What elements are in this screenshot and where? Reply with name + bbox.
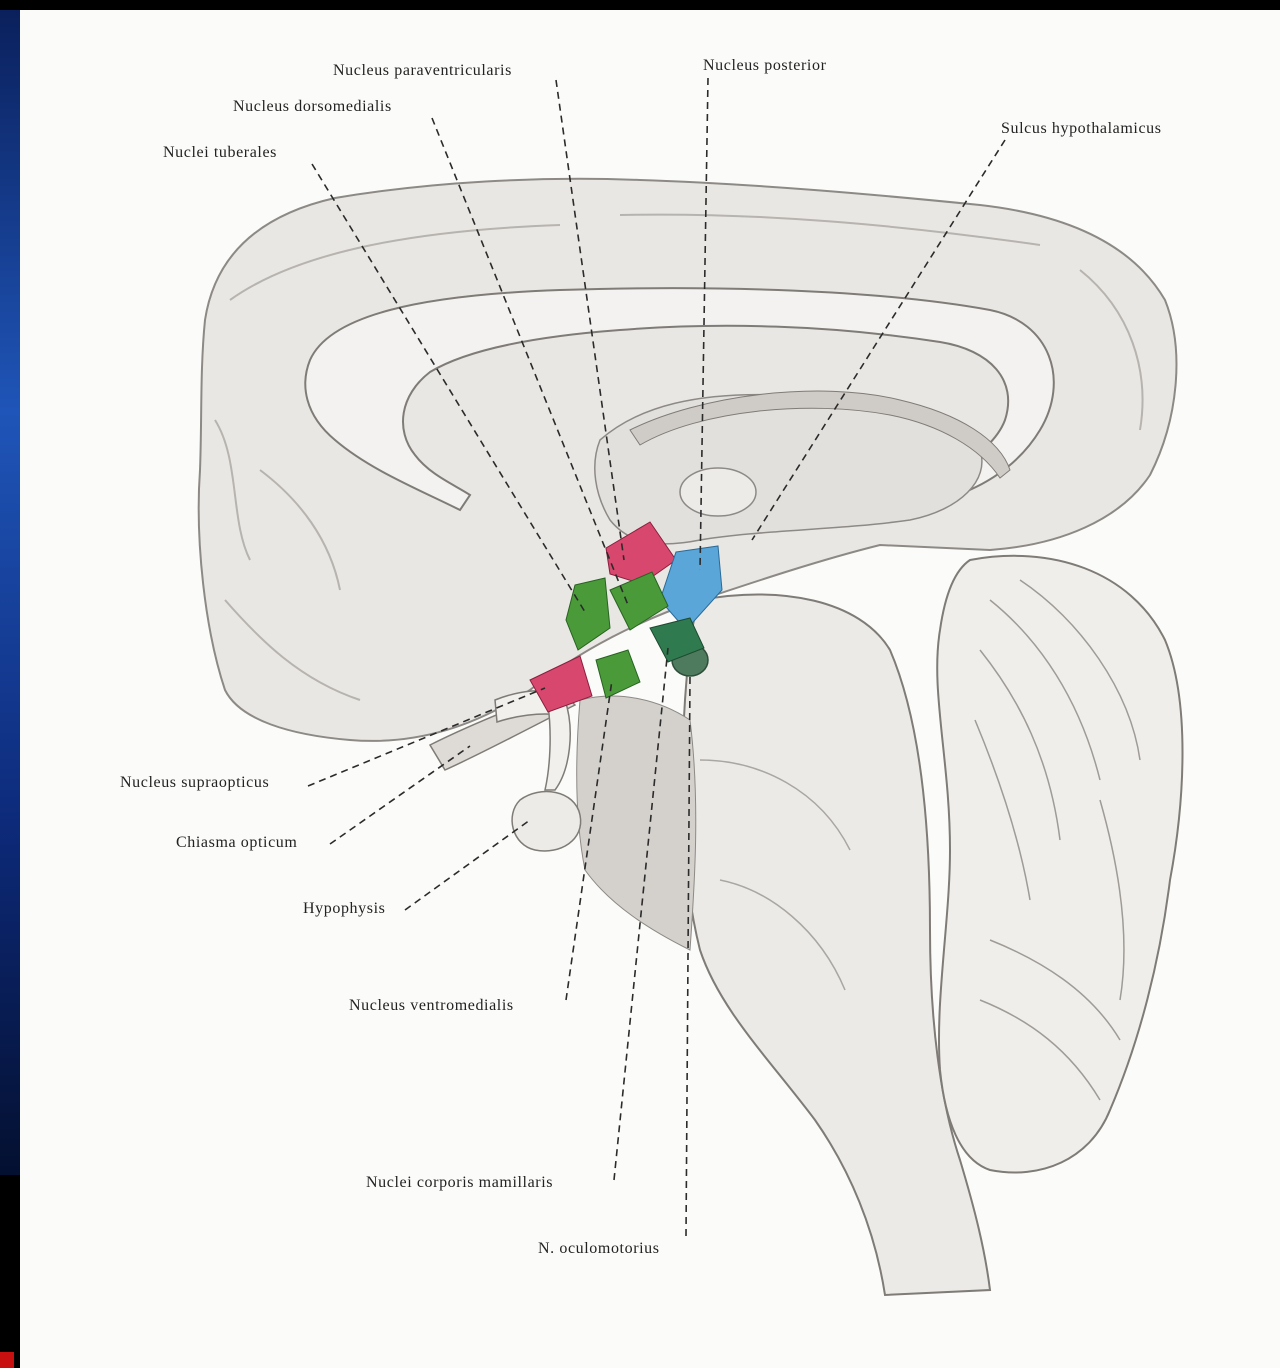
infundibulum: [545, 700, 570, 790]
label-nucleus-supraopticus: Nucleus supraopticus: [120, 774, 269, 792]
label-nuclei-tuberales: Nuclei tuberales: [163, 144, 277, 162]
midbrain-tegmentum: [577, 696, 696, 950]
interthalamic-adhesion: [680, 468, 756, 516]
hypophysis-body: [512, 792, 581, 851]
label-nucleus-dorsomedialis: Nucleus dorsomedialis: [233, 98, 392, 116]
nucleus-ventromedial-shape: [596, 650, 640, 698]
label-hypophysis: Hypophysis: [303, 900, 385, 918]
label-chiasma-opticum: Chiasma opticum: [176, 834, 297, 852]
leader-hypophysis: [405, 820, 530, 910]
label-nucleus-paraventricularis: Nucleus paraventricularis: [333, 62, 512, 80]
cerebellum: [937, 556, 1182, 1173]
red-corner-mark: [0, 1352, 14, 1368]
label-nucleus-posterior: Nucleus posterior: [703, 57, 827, 75]
leader-chiasma: [330, 746, 470, 844]
label-nucleus-ventromedialis: Nucleus ventromedialis: [349, 997, 514, 1015]
label-nuclei-corporis-mamillaris: Nuclei corporis mamillaris: [366, 1174, 553, 1192]
label-n-oculomotorius: N. oculomotorius: [538, 1240, 660, 1258]
label-sulcus-hypothalamicus: Sulcus hypothalamicus: [1001, 120, 1162, 138]
